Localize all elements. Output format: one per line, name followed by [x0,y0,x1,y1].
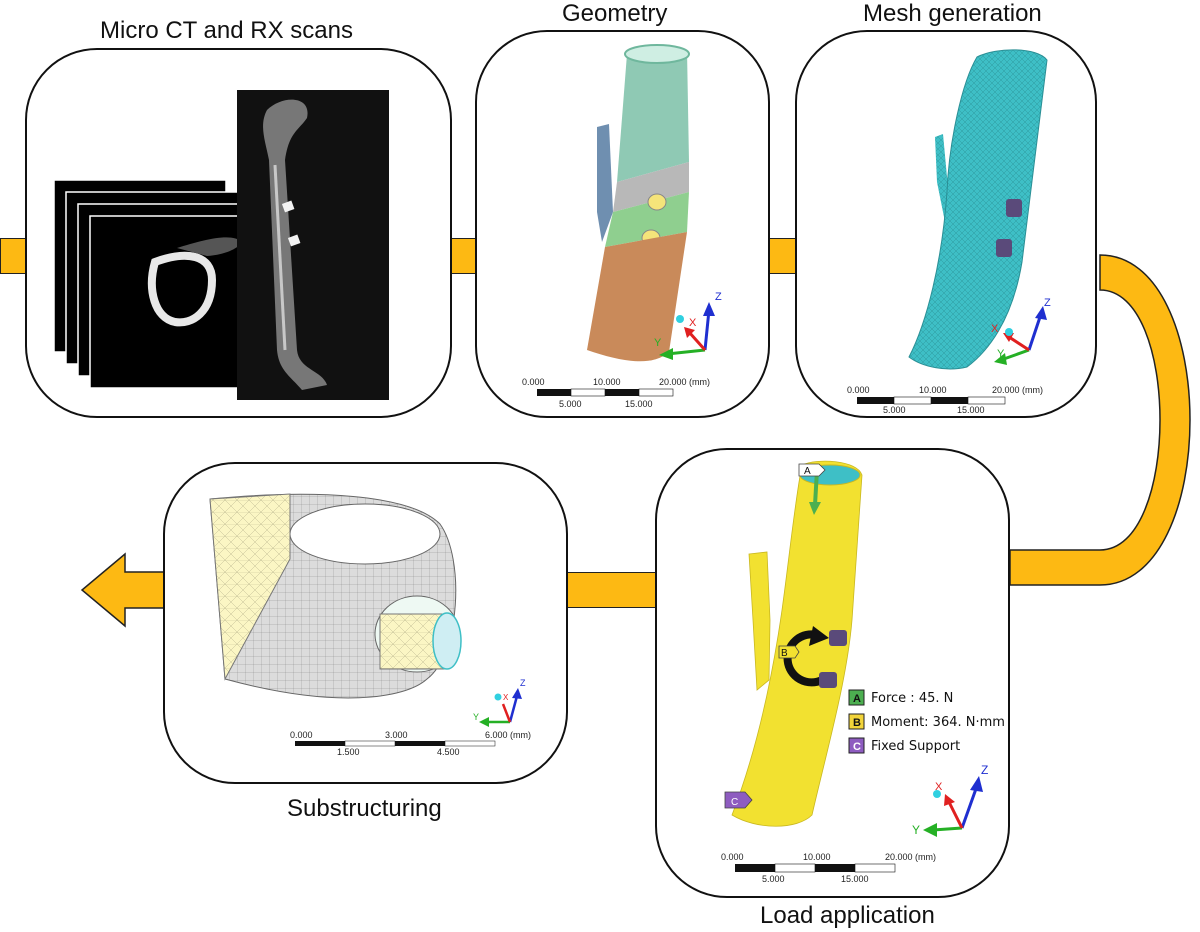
mesh-axis-z-label: Z [1044,297,1051,309]
load-screw-2 [819,672,837,688]
legend-letter-c: C [853,741,861,753]
load-fibula [748,551,771,691]
mesh-scale-label-15: 15.000 [957,405,985,415]
mesh-scale-label-20: 20.000 (mm) [992,385,1043,395]
panel-geometry: Z Y X 0.000 10.000 20.000 (mm) 5.000 15.… [475,30,770,418]
load-scale-label-10: 10.000 [803,852,831,862]
mesh-axis-x-label: X [991,323,999,335]
mesh-screw-1 [1006,199,1022,217]
mesh-axis-y-label: Y [997,348,1005,360]
rx-screw-1 [281,200,295,213]
legend-swatch-c [848,737,865,754]
substructure-scale-label-0: 0.000 [290,730,313,740]
title-mesh: Mesh generation [863,0,1042,27]
connector-mesh-load-curve [1009,254,1191,586]
legend-letter-a: A [853,693,861,705]
legend-text-a: Force : 45. N [871,691,953,706]
geometry-axis-z-label: Z [715,291,722,303]
load-marker-a-label: A [804,466,811,477]
geometry-scale-label-0: 0.000 [522,377,545,387]
mesh-scale-bar: 0.000 10.000 20.000 (mm) 5.000 15.000 [847,385,1043,415]
load-marker-a [798,463,826,477]
substructure-axis-z-label: Z [520,678,526,688]
rx-image [237,90,389,400]
panel-mesh: Z Y X 0.000 10.000 20.000 (mm) 5.000 15.… [795,30,1097,418]
legend-swatch-a [848,689,865,706]
panel-substructuring: Z Y X 0.000 3.000 6.000 (mm) 1.500 4.500 [163,462,568,784]
geometry-scale-bar: 0.000 10.000 20.000 (mm) 5.000 15.000 [522,377,710,409]
geometry-axis-y-label: Y [654,337,662,349]
substructure-scale-label-3: 3.000 [385,730,408,740]
load-marker-c-label: C [731,797,738,808]
connector-load-substructuring [565,572,660,608]
load-axis-z-label: Z [981,763,988,777]
geometry-axis-triad: Z Y X [654,291,722,360]
geometry-lower-segment [587,232,687,362]
mesh-scale-label-10: 10.000 [919,385,947,395]
scans-illustration [53,90,389,400]
substructure-screw-end [432,612,462,670]
legend-swatch-b [848,713,865,730]
substructure-inner-hole [289,503,441,565]
mesh-screw-2 [996,239,1012,257]
substructure-cut-face [209,493,291,681]
geometry-upper-segment [617,50,689,182]
load-scale-label-5: 5.000 [762,874,785,884]
substructure-axis-triad: Z Y X [473,678,526,727]
geometry-plate [613,162,689,212]
legend-text-b: Moment: 364. N·mm [871,715,1005,730]
substructure-scale-label-4-5: 4.500 [437,747,460,757]
rx-screw-2 [287,234,301,247]
legend-letter-b: B [853,717,861,729]
geometry-scale-label-5: 5.000 [559,399,582,409]
load-marker-c [724,791,753,809]
geometry-scale-label-20: 20.000 (mm) [659,377,710,387]
load-scale-bar: 0.000 10.000 20.000 (mm) 5.000 15.000 [721,852,936,884]
load-axis-y-label: Y [912,823,920,837]
substructure-scale-label-6: 6.000 (mm) [485,730,531,740]
mesh-axis-triad: Z Y X [991,297,1051,365]
title-geometry: Geometry [562,0,668,27]
substructure-scale-label-1-5: 1.500 [337,747,360,757]
load-moment-arc [783,630,824,687]
mesh-illustration: Z Y X 0.000 10.000 20.000 (mm) 5.000 15.… [847,49,1051,415]
load-screw-1 [829,630,847,646]
load-scale-label-15: 15.000 [841,874,869,884]
load-marker-b [778,645,800,659]
load-marker-b-label: B [781,648,788,659]
geometry-scale-label-10: 10.000 [593,377,621,387]
substructure-axis-y-label: Y [473,712,479,722]
title-substructuring: Substructuring [287,795,442,822]
load-scale-label-20: 20.000 (mm) [885,852,936,862]
load-legend: A Force : 45. N B Moment: 364. N·mm C Fi… [848,689,1005,754]
connector-scans-geometry [448,238,478,274]
load-illustration: A B C A Force : 45. N B Moment: 364. N·m… [721,460,1005,884]
mesh-scale-label-5: 5.000 [883,405,906,415]
panel-load: A B C A Force : 45. N B Moment: 364. N·m… [655,448,1010,898]
ct-soft-tissue [177,237,242,256]
substructure-scale-bar: 0.000 3.000 6.000 (mm) 1.500 4.500 [290,730,531,757]
title-scans: Micro CT and RX scans [100,17,353,44]
connector-geometry-mesh [768,238,798,274]
panel-scans [25,48,452,418]
output-arrow [80,552,169,628]
load-scale-label-0: 0.000 [721,852,744,862]
substructuring-illustration: Z Y X 0.000 3.000 6.000 (mm) 1.500 4.500 [209,493,531,757]
geometry-axis-x-label: X [689,317,697,329]
geometry-scale-label-15: 15.000 [625,399,653,409]
legend-text-c: Fixed Support [871,739,960,754]
load-force-arrow [809,502,821,515]
geometry-middle-segment [605,192,689,247]
geometry-illustration: Z Y X 0.000 10.000 20.000 (mm) 5.000 15.… [522,44,722,409]
title-load: Load application [760,902,935,929]
load-axis-triad: Z Y X [912,763,988,837]
substructure-axis-x-label: X [503,693,509,702]
ct-bone-section [147,251,217,327]
geometry-fibula [597,124,613,242]
load-axis-x-label: X [935,781,943,793]
geometry-screw-1 [647,193,667,211]
mesh-tibia [908,49,1048,370]
mesh-scale-label-0: 0.000 [847,385,870,395]
rx-bone [263,99,327,391]
